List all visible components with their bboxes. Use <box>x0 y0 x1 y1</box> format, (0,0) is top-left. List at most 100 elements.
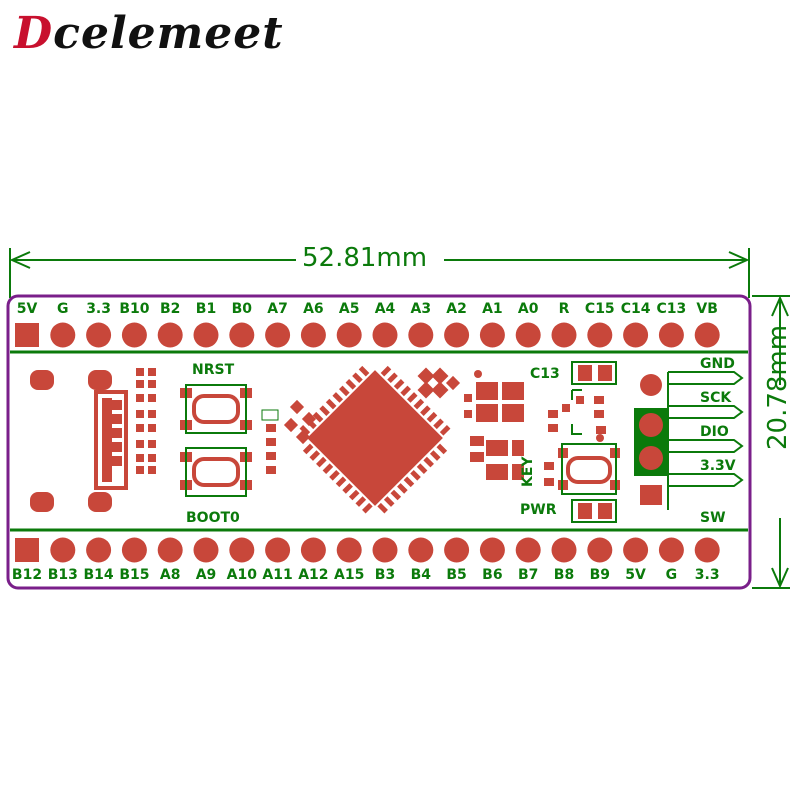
mcu-pin <box>416 463 428 474</box>
mcu-pin <box>420 405 431 416</box>
top-pin-label: A2 <box>446 301 467 317</box>
bottom-pin-label: B5 <box>446 567 467 583</box>
mcu-pin <box>380 365 392 377</box>
top-pin-label: C15 <box>584 301 615 317</box>
bottom-pin-label: B7 <box>517 567 539 583</box>
mcu-pin <box>322 463 334 474</box>
boot0-switch <box>180 447 252 497</box>
regulator <box>464 382 524 480</box>
bottom-pin-pad <box>479 537 505 563</box>
bottom-pin-label: A8 <box>159 567 181 583</box>
mcu-pin <box>429 450 441 461</box>
bottom-pin-label: A10 <box>226 567 257 583</box>
mcu-pin <box>426 411 438 423</box>
mcu-pin <box>302 443 314 455</box>
c13-led <box>571 361 617 385</box>
top-pin-pad <box>193 322 219 348</box>
swd-arrow <box>668 371 744 385</box>
top-pin-label: R <box>558 301 570 317</box>
mcu-pin <box>400 385 411 397</box>
width-label: 52.81mm <box>302 243 428 273</box>
bottom-pin-pad <box>265 537 291 563</box>
top-pin-pad <box>86 322 112 348</box>
mcu-pin <box>410 469 421 481</box>
mcu-pin <box>423 456 434 468</box>
bottom-pin-pad <box>408 537 434 563</box>
bottom-pin-label: A9 <box>195 567 217 583</box>
top-pin-pad <box>15 323 39 347</box>
passive-grid <box>136 368 156 474</box>
bottom-pin-pad <box>86 537 112 563</box>
bottom-pin-pad <box>694 537 720 563</box>
top-pin-pad <box>121 322 147 348</box>
mcu-pin <box>436 443 448 455</box>
swd-pin-label: SCK <box>700 390 732 406</box>
mcu-pin <box>319 405 330 416</box>
mcu-pin <box>352 372 363 384</box>
bottom-pin-pad <box>587 537 613 563</box>
swd-arrow <box>668 473 744 487</box>
swd-header <box>634 372 669 510</box>
passives-left <box>261 409 279 474</box>
top-pin-pad <box>265 322 291 348</box>
top-pin-pad <box>658 322 684 348</box>
crystal-right <box>417 367 482 399</box>
top-pin-label: B10 <box>119 301 150 317</box>
mcu-pin <box>362 502 373 514</box>
top-pin-label: A1 <box>482 301 503 317</box>
top-pin-label: VB <box>696 301 718 317</box>
mcu-pin <box>299 425 311 436</box>
mcu-pin <box>439 425 451 436</box>
bottom-pin-pad <box>157 537 183 563</box>
top-pin-label: A3 <box>410 301 432 317</box>
pwr-label: PWR <box>520 502 557 518</box>
top-pin-pad <box>623 322 649 348</box>
top-pin-pad <box>300 322 326 348</box>
mcu-pin <box>332 392 344 403</box>
mcu-pin <box>358 365 370 377</box>
brand-logo: Dcelemeet <box>14 8 284 59</box>
mcu-pin <box>325 398 337 410</box>
top-pin-label: A6 <box>303 301 324 317</box>
swd-pin-label: DIO <box>700 424 729 440</box>
bottom-pin-label: 5V <box>625 567 646 583</box>
top-pin-label: A0 <box>517 301 539 317</box>
bottom-pin-label: B4 <box>410 567 432 583</box>
bottom-pin-pad <box>121 537 147 563</box>
bottom-pin-label: 3.3 <box>694 567 720 583</box>
bottom-pin-label: A15 <box>334 567 365 583</box>
mcu-pin <box>345 379 357 390</box>
bottom-pin-label: A12 <box>298 567 329 583</box>
top-pin-label: B1 <box>195 301 217 317</box>
bottom-pin-pad <box>444 537 470 563</box>
top-pin-pad <box>157 322 183 348</box>
mcu-pin <box>309 450 321 461</box>
bottom-pin-label: B12 <box>11 567 43 583</box>
mcu-pin <box>348 489 360 501</box>
mcu-pin <box>316 456 327 468</box>
usb-connector <box>30 370 128 512</box>
swd-arrow <box>668 439 744 453</box>
top-pin-pad <box>587 322 613 348</box>
top-pin-label: C14 <box>620 301 651 317</box>
top-pin-label: A4 <box>374 301 396 317</box>
top-pin-pad <box>694 322 720 348</box>
bottom-pin-label: B3 <box>374 567 396 583</box>
top-pin-pad <box>50 322 76 348</box>
top-pin-pad <box>551 322 577 348</box>
width-dimension <box>9 248 750 298</box>
bottom-pin-pad <box>229 537 255 563</box>
top-pin-pad <box>444 322 470 348</box>
bottom-pin-pad <box>623 537 649 563</box>
header-pads <box>15 322 720 563</box>
led-area-parts <box>544 389 606 486</box>
bottom-pin-label: A11 <box>262 567 293 583</box>
top-pin-label: 5V <box>16 301 38 317</box>
bottom-pin-pad <box>658 537 684 563</box>
height-dimension <box>752 295 790 589</box>
bottom-pin-pad <box>50 537 76 563</box>
mcu-pin <box>433 418 444 430</box>
c13-label: C13 <box>530 366 560 382</box>
boot0-label: BOOT0 <box>186 510 240 526</box>
bottom-pin-label: B13 <box>47 567 78 583</box>
